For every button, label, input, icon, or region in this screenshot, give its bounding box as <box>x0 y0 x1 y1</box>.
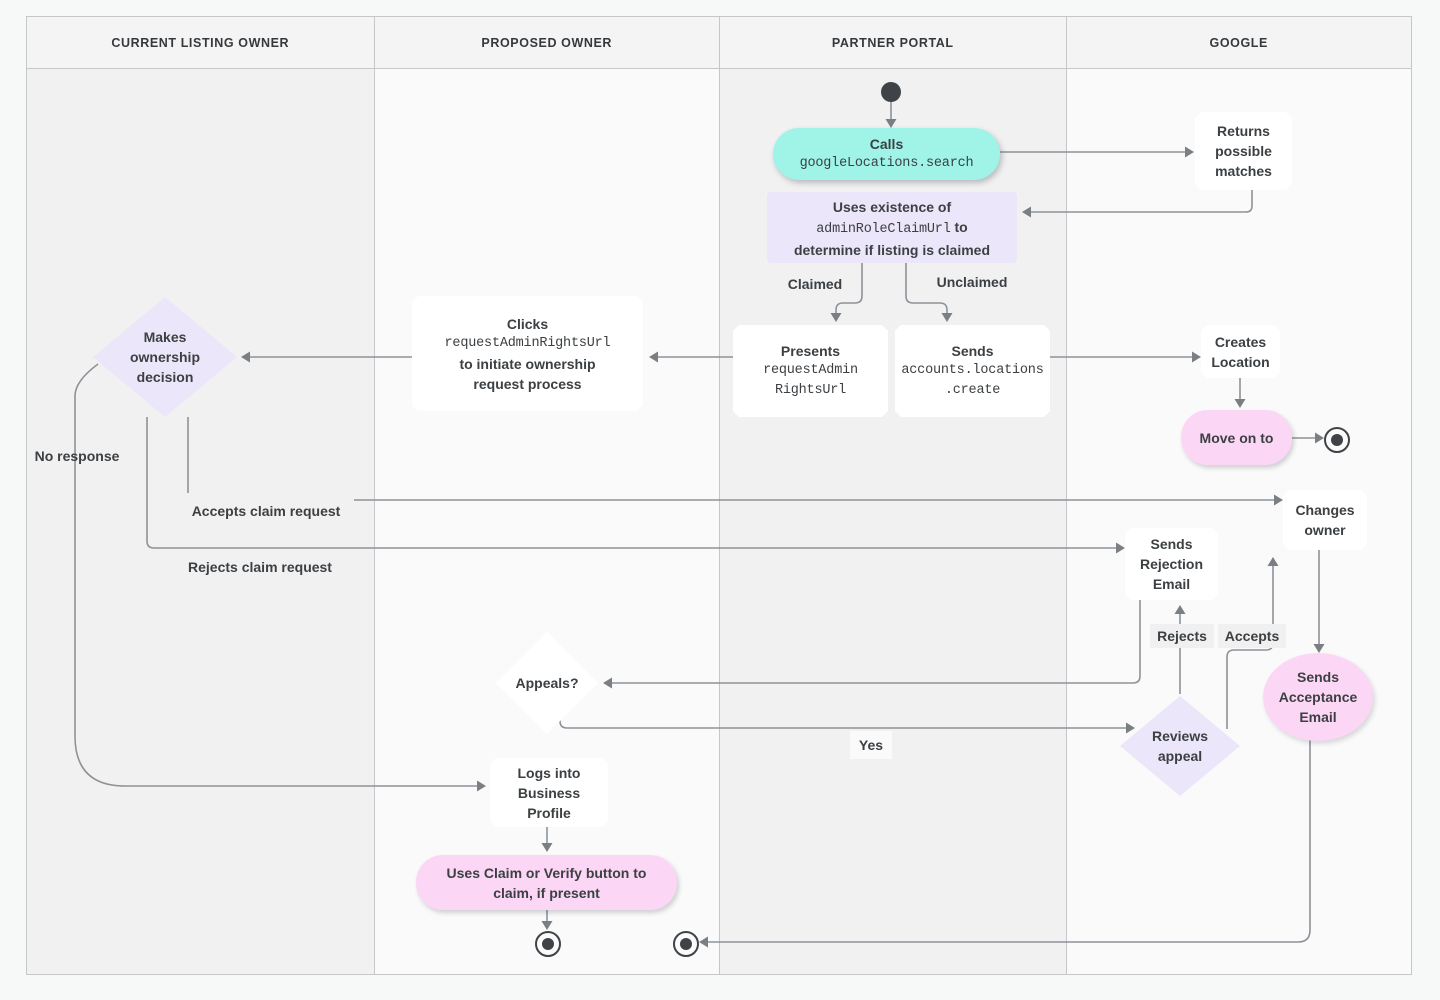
node-title: Presents <box>780 343 841 359</box>
node-line: Sends <box>1296 669 1339 685</box>
node-line: Acceptance <box>1278 689 1358 705</box>
lane-body-proposed-owner <box>374 69 719 974</box>
node-line: to <box>950 219 968 235</box>
lane-header-partner-portal: PARTNER PORTAL <box>720 17 1066 69</box>
node-code: requestAdminRightsUrl <box>444 335 611 351</box>
diamond-text: Reviews appeal <box>1152 726 1208 766</box>
node-returns-possible-matches: Returns possible matches <box>1195 112 1292 190</box>
edge-label-accepts: Accepts <box>1218 624 1286 648</box>
node-sends-rejection-email: Sends Rejection Email <box>1125 528 1218 600</box>
edge-label-rejects: Rejects <box>1150 624 1214 648</box>
node-changes-owner: Changes owner <box>1283 490 1367 550</box>
edge-label-accepts-claim-request: Accepts claim request <box>178 493 354 529</box>
lane-proposed-owner: PROPOSED OWNER <box>373 17 719 974</box>
lane-header-proposed-owner: PROPOSED OWNER <box>374 17 719 69</box>
node-line: Clicks <box>506 315 549 332</box>
node-code: accounts.locations <box>901 363 1044 378</box>
node-line: Uses Claim or Verify button to <box>446 864 647 881</box>
node-line: Profile <box>527 804 571 821</box>
node-title: Sends <box>951 343 994 359</box>
end-node-dot <box>680 938 692 950</box>
edge-label-unclaimed: Unclaimed <box>936 274 1008 290</box>
node-line: Creates <box>1214 333 1267 350</box>
node-uses-existence: Uses existence of adminRoleClaimUrl to d… <box>767 192 1017 263</box>
node-line: appeal <box>1157 748 1203 764</box>
node-line: Business <box>517 784 581 801</box>
node-code: requestAdmin <box>763 363 858 378</box>
node-logs-into-business-profile: Logs into Business Profile <box>490 758 608 827</box>
node-appeals-decision: Appeals? <box>496 632 598 734</box>
node-clicks-requestadminrightsurl: Clicks requestAdminRightsUrl to initiate… <box>412 296 643 411</box>
node-line: claim, if present <box>493 884 600 901</box>
edge-label-yes: Yes <box>850 731 892 759</box>
node-line: decision <box>136 369 194 385</box>
node-line: Uses existence of <box>832 199 952 215</box>
node-calls-googlelocations-search: Calls googleLocations.search <box>773 128 1000 180</box>
node-line: Email <box>1152 576 1191 592</box>
node-move-on-to: Move on to <box>1181 410 1292 465</box>
end-node-dot <box>542 938 554 950</box>
start-node <box>881 82 901 102</box>
end-node-acceptance-flow <box>673 931 699 957</box>
node-line: ownership <box>129 349 200 365</box>
diamond-text: Appeals? <box>515 673 578 693</box>
node-line: Sends <box>1150 536 1193 552</box>
node-line: Logs into <box>517 764 581 781</box>
lane-header-google: GOOGLE <box>1066 17 1411 69</box>
edge-label-no-response: No response <box>34 448 120 464</box>
node-line: Location <box>1211 353 1270 370</box>
node-line: possible <box>1215 143 1272 159</box>
node-line: determine if listing is claimed <box>793 242 991 258</box>
node-label: Move on to <box>1199 429 1274 446</box>
node-line: Email <box>1299 709 1337 725</box>
node-line: request process <box>473 375 582 392</box>
node-line: Rejection <box>1139 556 1203 572</box>
end-node-create-flow <box>1324 427 1350 453</box>
node-line: Changes <box>1295 502 1355 518</box>
node-line: owner <box>1304 522 1346 538</box>
node-line: Reviews <box>1151 728 1209 744</box>
node-creates-location: Creates Location <box>1201 325 1280 378</box>
node-line: Returns <box>1217 123 1270 139</box>
edge-label-rejects-claim-request: Rejects claim request <box>176 554 344 580</box>
node-line: matches <box>1215 163 1272 179</box>
node-sends-acceptance-email: Sends Acceptance Email <box>1263 653 1373 741</box>
diamond-text: Makes ownership decision <box>130 327 200 387</box>
node-uses-claim-or-verify: Uses Claim or Verify button to claim, if… <box>416 855 677 910</box>
node-code: RightsUrl <box>774 383 847 398</box>
node-makes-ownership-decision: Makes ownership decision <box>93 297 237 417</box>
end-node-claim-flow <box>535 931 561 957</box>
node-code: googleLocations.search <box>799 156 974 171</box>
node-title: Calls <box>869 136 904 152</box>
node-sends-accounts-locations-create: Sends accounts.locations .create <box>895 325 1050 417</box>
end-node-dot <box>1331 434 1343 446</box>
node-line: Makes <box>143 329 187 345</box>
node-line: to initiate ownership <box>459 355 596 372</box>
edge-label-claimed: Claimed <box>787 276 843 292</box>
node-presents-requestadminrightsurl: Presents requestAdmin RightsUrl <box>733 325 888 417</box>
node-code: adminRoleClaimUrl <box>816 222 951 237</box>
node-label: Appeals? <box>515 675 579 691</box>
node-code: .create <box>944 383 1001 398</box>
lane-header-current-listing-owner: CURRENT LISTING OWNER <box>27 17 374 69</box>
node-reviews-appeal: Reviews appeal <box>1120 696 1240 796</box>
